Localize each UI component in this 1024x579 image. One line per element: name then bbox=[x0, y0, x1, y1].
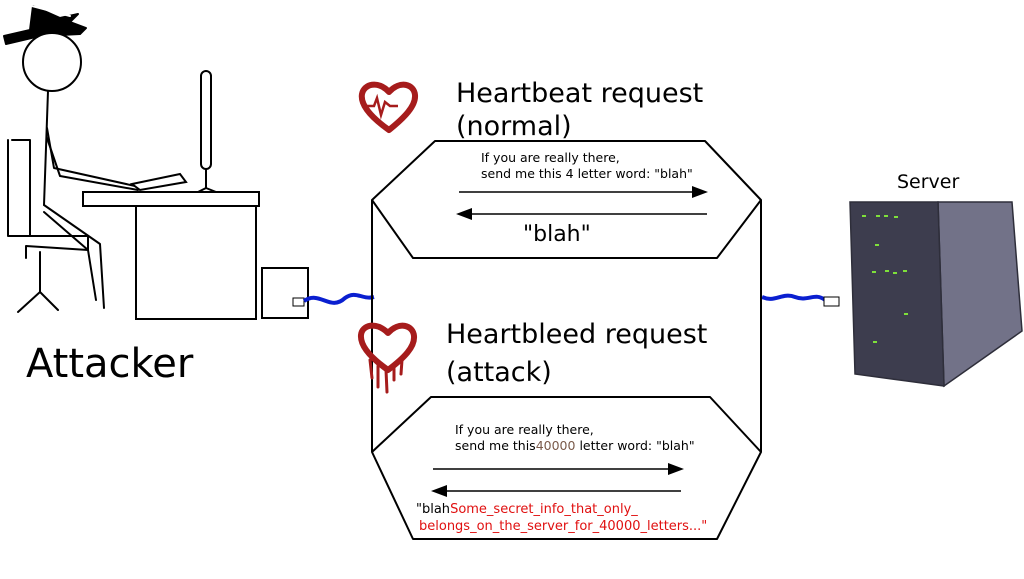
server-icon bbox=[849, 201, 1023, 388]
attack-title-line2: (attack) bbox=[446, 357, 552, 388]
server-leds bbox=[862, 215, 908, 343]
normal-panel-bottom bbox=[371, 199, 762, 259]
network-cable-left bbox=[292, 292, 375, 307]
attack-title-line1: Heartbleed request bbox=[446, 319, 708, 350]
attacker-label: Attacker bbox=[26, 341, 194, 387]
attack-message-line2: send me this40000 letter word: "blah" bbox=[455, 438, 695, 453]
pc-box bbox=[261, 267, 309, 319]
leaked-secret-line2: belongs_on_the_server_for_40000_letters.… bbox=[419, 519, 708, 534]
normal-message-line2: send me this 4 letter word: "blah" bbox=[481, 166, 693, 181]
normal-message-line1: If you are really there, bbox=[481, 150, 620, 165]
server-label: Server bbox=[897, 171, 960, 193]
normal-title-line1: Heartbeat request bbox=[456, 78, 704, 109]
normal-reply: "blah" bbox=[523, 222, 591, 247]
computer-icon bbox=[82, 70, 309, 320]
attack-reply-prefix: "blah bbox=[416, 502, 451, 517]
desk-body bbox=[135, 205, 257, 320]
monitor bbox=[200, 70, 212, 170]
network-cable-right bbox=[761, 293, 840, 307]
attack-message-line1: If you are really there, bbox=[455, 422, 594, 437]
normal-title-line2: (normal) bbox=[456, 111, 572, 142]
attacker-figure-icon bbox=[3, 5, 139, 313]
hat-icon bbox=[3, 5, 87, 45]
attack-message-prefix: send me this bbox=[455, 438, 536, 453]
head bbox=[22, 32, 82, 92]
attack-reply: "blahSome_secret_info_that_only_ bbox=[416, 501, 638, 518]
leaked-secret-line1: Some_secret_info_that_only_ bbox=[450, 502, 638, 517]
arm-upper bbox=[46, 127, 136, 187]
keyboard bbox=[129, 172, 188, 192]
requested-length: 40000 bbox=[535, 438, 576, 453]
bleeding-heart-icon bbox=[357, 322, 418, 394]
desk-top bbox=[82, 191, 260, 207]
torso bbox=[43, 90, 49, 206]
attack-panel-top bbox=[371, 396, 762, 453]
leg bbox=[43, 204, 105, 309]
attack-message-suffix: letter word: "blah" bbox=[579, 438, 695, 453]
chair bbox=[7, 139, 89, 259]
message-panel bbox=[371, 140, 762, 540]
heartbeat-heart-icon bbox=[358, 81, 418, 133]
